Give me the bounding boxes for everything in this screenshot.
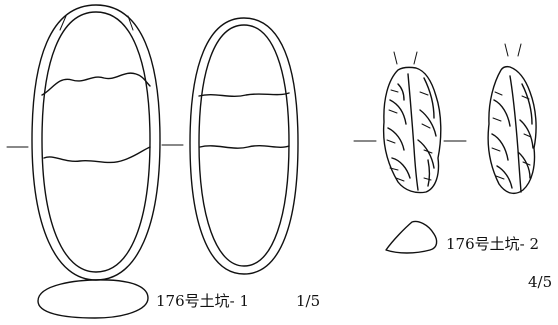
outer-outline xyxy=(31,4,161,281)
tool-outline xyxy=(487,65,537,195)
artifact-1-cross-section xyxy=(37,279,149,319)
top-dash-b xyxy=(413,51,418,65)
artifact-2-scale: 4/5 xyxy=(528,273,552,291)
top-fracture-line xyxy=(41,72,151,96)
top-dash-b xyxy=(517,43,522,57)
section-outline xyxy=(385,220,438,254)
artifact-1-scale: 1/5 xyxy=(296,292,320,310)
artifact-2-right-view xyxy=(487,43,537,195)
artifact-2-cross-section xyxy=(385,220,438,254)
inner-outline xyxy=(41,11,151,273)
outer-outline xyxy=(189,17,299,275)
tool-hatching xyxy=(386,89,433,182)
tool-hatching xyxy=(491,91,532,180)
section-outline xyxy=(37,279,149,319)
artifact-1-label: 176号土坑- 1 xyxy=(156,292,249,310)
top-dash-a xyxy=(393,51,398,65)
upper-fracture-line xyxy=(198,92,290,97)
top-dash-a xyxy=(504,43,509,57)
lower-fracture-line xyxy=(199,145,290,149)
tool-flake-scars xyxy=(491,75,534,193)
tool-outline xyxy=(382,66,442,194)
top-dash-b xyxy=(127,15,134,31)
artifact-2-label: 176号土坑- 2 xyxy=(446,235,539,253)
artifact-2-left-view xyxy=(353,51,467,194)
artifact-1-left-view xyxy=(6,4,184,281)
artifact-1-right-view xyxy=(189,17,299,275)
top-dash-a xyxy=(59,15,67,31)
inner-outline xyxy=(198,24,290,267)
bottom-fracture-line xyxy=(43,146,151,164)
